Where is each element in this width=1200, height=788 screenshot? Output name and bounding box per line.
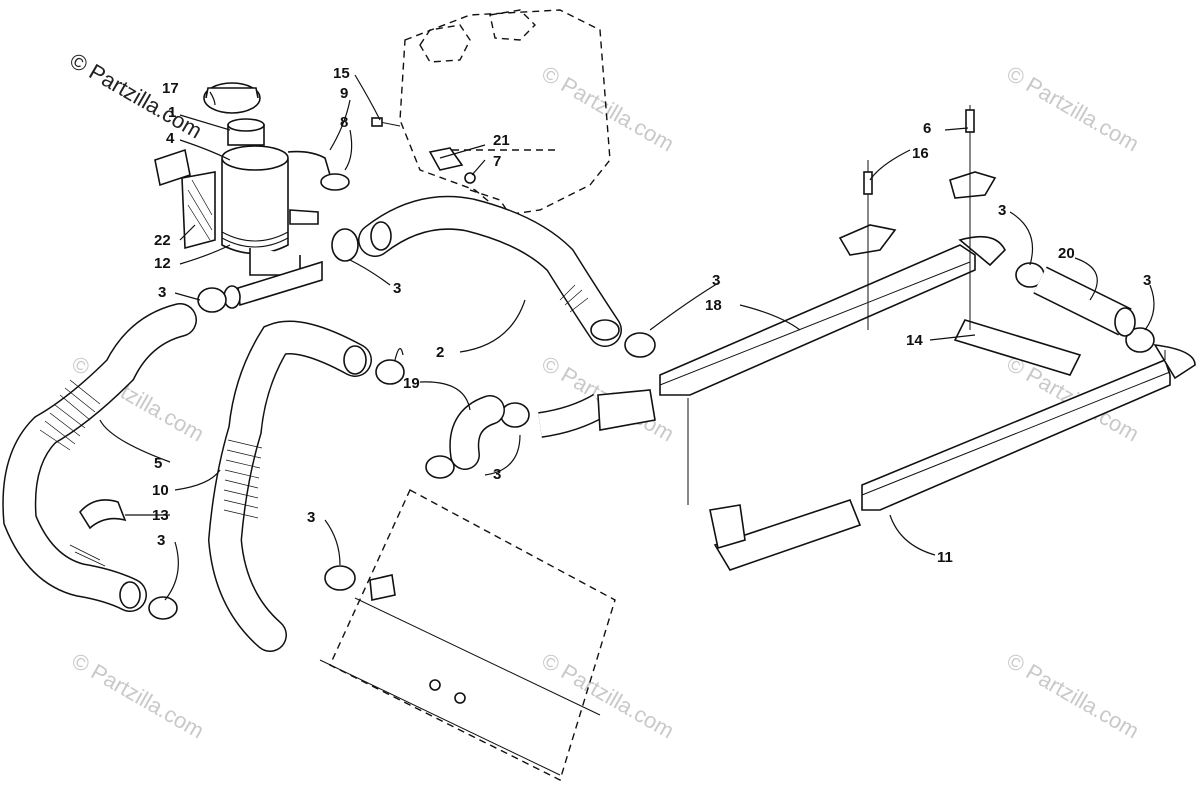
heat-exchanger-links [687, 350, 1166, 505]
callout-label: 7 [493, 153, 501, 170]
callout-label: 14 [906, 332, 923, 349]
overflow-hose [287, 117, 476, 191]
callout-label: 6 [923, 120, 931, 137]
hose-elbow [449, 389, 656, 470]
callout-label: 3 [158, 284, 166, 301]
hose-clamps [148, 228, 1155, 620]
callout-label: 16 [912, 145, 929, 162]
heat-exchanger-assembly [659, 235, 1196, 571]
callout-label: 19 [403, 375, 420, 392]
callout-label: 3 [393, 280, 401, 297]
hose-right-short [1033, 266, 1136, 337]
callout-label: 3 [307, 509, 315, 526]
mounting-brackets [838, 105, 997, 330]
radiator-plate [319, 489, 616, 781]
callout-label: 1 [168, 104, 176, 121]
copyright-watermark: © Partzilla.com [66, 48, 207, 144]
callout-label: 12 [154, 255, 171, 272]
callout-label: 21 [493, 132, 510, 149]
watermark-text: © Partzilla.com [1003, 648, 1144, 744]
hose-middle-corrugated [207, 320, 372, 652]
callout-label: 9 [340, 85, 348, 102]
hose-left-corrugated [2, 303, 197, 612]
callout-label: 3 [493, 466, 501, 483]
callout-labels: 17 1 4 9 8 15 21 7 22 12 3 3 2 5 10 13 3… [152, 65, 1151, 566]
callout-label: 2 [436, 344, 444, 361]
callout-label: 4 [166, 130, 175, 147]
callout-label: 11 [937, 549, 953, 566]
callout-label: 10 [152, 482, 169, 499]
coolant-reservoir-tank [399, 9, 611, 226]
callout-label: 3 [712, 272, 720, 289]
hose-clip [79, 499, 127, 530]
watermark-text: © Partzilla.com [68, 648, 209, 744]
callout-label: 13 [152, 507, 169, 524]
callout-label: 3 [1143, 272, 1151, 289]
callout-label: 17 [162, 80, 179, 97]
callout-label: 3 [157, 532, 165, 549]
callout-label: 3 [998, 202, 1006, 219]
callout-label: 20 [1058, 245, 1075, 262]
hose-upper [358, 195, 622, 347]
callout-label: 18 [705, 297, 722, 314]
callout-label: 15 [333, 65, 350, 82]
pressure-tank [203, 82, 323, 309]
watermark-text: © Partzilla.com [1003, 61, 1144, 157]
leader-lines [99, 74, 1155, 601]
callout-label: 8 [340, 114, 348, 131]
callout-label: 22 [154, 232, 171, 249]
callout-label: 5 [154, 455, 162, 472]
